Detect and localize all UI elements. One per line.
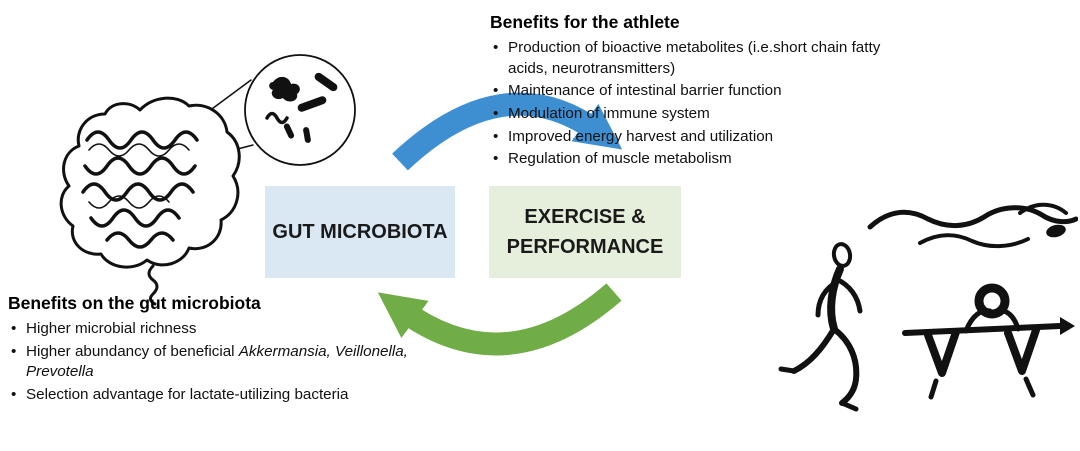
bacteria-cluster-icon	[269, 76, 300, 102]
gut-microbiota-label: GUT MICROBIOTA	[272, 221, 448, 243]
list-item: Selection advantage for lactate-utilizin…	[8, 385, 428, 406]
gut-microbiota-box: GUT MICROBIOTA	[265, 186, 455, 278]
athletes-line-art	[778, 202, 1078, 412]
bacteria-spiral-icon	[265, 111, 289, 125]
athlete-benefits-section: Benefits for the athlete Production of b…	[490, 12, 882, 172]
gut-benefits-section: Benefits on the gut microbiota Higher mi…	[8, 293, 428, 408]
genus-names-italic: Akkermansia, Veillonella, Prevotella	[26, 342, 408, 381]
list-item: Regulation of muscle metabolism	[490, 149, 882, 170]
bacteria-rod-icon	[314, 72, 338, 92]
bacteria-rod-icon	[303, 127, 311, 143]
list-item: Improved energy harvest and utilization	[490, 127, 882, 148]
list-item: Modulation of immune system	[490, 104, 882, 125]
exercise-performance-box: EXERCISE & PERFORMANCE	[489, 186, 681, 278]
intestine-coil-detail	[88, 143, 190, 209]
intestine-coils	[81, 130, 199, 249]
arrow-exercise-to-gut	[377, 283, 622, 356]
athlete-benefits-list: Production of bioactive metabolites (i.e…	[490, 38, 882, 170]
intestine-tail	[147, 264, 159, 306]
intestine-sketch	[59, 54, 356, 306]
bacteria-rod-icon	[283, 123, 295, 139]
swimmer-icon	[867, 202, 1078, 248]
list-item: Higher microbial richness	[8, 319, 428, 340]
weightlifter-icon	[902, 283, 1075, 400]
gut-benefits-title: Benefits on the gut microbiota	[8, 293, 261, 313]
list-item: Maintenance of intestinal barrier functi…	[490, 81, 882, 102]
bacteria-rod-icon	[297, 96, 327, 112]
list-item: Higher abundancy of beneficial Akkermans…	[8, 342, 428, 383]
exercise-performance-label: EXERCISE & PERFORMANCE	[506, 206, 664, 258]
gut-benefits-list: Higher microbial richness Higher abundan…	[8, 319, 428, 406]
athlete-benefits-title: Benefits for the athlete	[490, 12, 680, 32]
list-item: Production of bioactive metabolites (i.e…	[490, 38, 882, 79]
bacteria-icons	[265, 72, 338, 143]
runner-icon	[778, 242, 863, 412]
